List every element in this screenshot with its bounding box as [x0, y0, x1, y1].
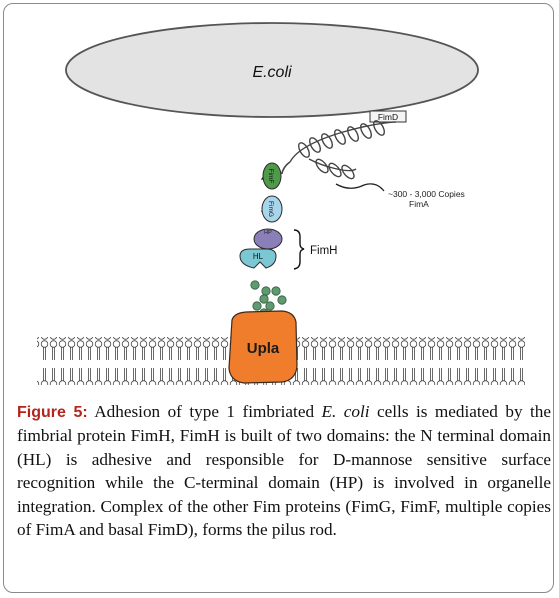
adhesion-diagram: E.coli FimD ~300 - 3,000 Copies — [37, 22, 525, 385]
cell-label: E.coli — [252, 64, 292, 81]
fimh-hl-domain: HL — [239, 248, 277, 269]
fimf-label: FimF — [267, 169, 274, 184]
mannose-chain — [250, 280, 287, 318]
ecoli-cell: E.coli — [65, 22, 479, 118]
copies-label-line2: FimA — [409, 199, 429, 209]
caption-text-1: Adhesion of type 1 fimbriated — [87, 402, 322, 421]
fimd-label: FimD — [378, 112, 398, 122]
caption-label: Figure 5: — [17, 404, 88, 421]
fimh-label: FimH — [310, 245, 337, 257]
fimg-label: FimG — [267, 201, 274, 217]
copies-label-line1: ~300 - 3,000 Copies — [388, 189, 465, 199]
fimh-hp-domain: HP — [253, 228, 283, 250]
hp-label: HP — [264, 230, 272, 236]
figure-caption: Figure 5: Adhesion of type 1 fimbriated … — [17, 400, 551, 541]
hl-label: HL — [253, 252, 264, 261]
fima-rod — [281, 120, 397, 180]
upla-receptor: Upla — [228, 310, 298, 384]
fimf-subunit: FimF — [262, 162, 282, 190]
upla-label: Upla — [247, 340, 280, 357]
fima-copies-annotation: ~300 - 3,000 Copies FimA — [335, 183, 465, 209]
figure-frame: E.coli FimD ~300 - 3,000 Copies — [3, 3, 554, 593]
fimg-subunit: FimG — [261, 195, 283, 223]
caption-species: E. coli — [321, 402, 370, 421]
caption-text-2: cells is mediated by the fimbrial protei… — [17, 402, 552, 540]
fimh-annotation: FimH — [293, 229, 337, 270]
